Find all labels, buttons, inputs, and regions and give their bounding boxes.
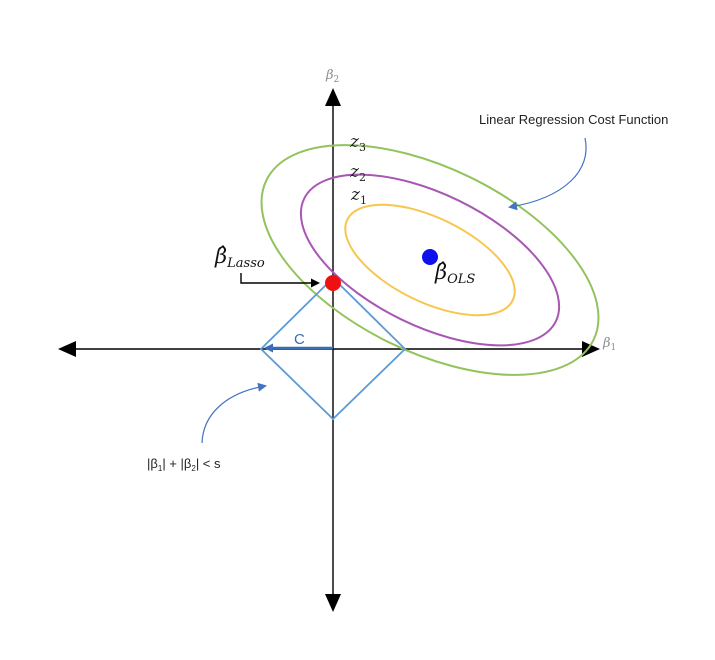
lasso-point	[325, 275, 341, 291]
y-axis-bottom-arrowhead	[325, 594, 341, 612]
cost-contours	[260, 144, 600, 376]
constraint-inequality-label: |β1| + |β2| < s	[147, 456, 221, 473]
c-label: C	[294, 331, 305, 348]
axes	[58, 88, 600, 612]
contour-z2-label: z2	[349, 162, 366, 184]
x-axis-left-arrowhead	[58, 341, 76, 357]
contour-z1-label: z1	[350, 185, 367, 207]
y-axis-top-arrowhead	[325, 88, 341, 106]
lasso-pointer-arrow	[240, 273, 320, 288]
ols-point	[422, 249, 438, 265]
y-axis-label: β2	[325, 68, 339, 85]
x-axis-right-arrowhead	[582, 341, 600, 357]
ols-label: β̂OLS	[434, 260, 475, 287]
lasso-constraint-diamond	[259, 276, 407, 421]
cost-function-callout-arrow	[508, 137, 587, 211]
x-axis-label: β1	[602, 336, 616, 353]
contour-z3-label: z3	[349, 132, 366, 154]
lasso-label: β̂Lasso	[214, 244, 265, 271]
contour-z1-ellipse	[344, 203, 516, 317]
constraint-callout-arrow	[201, 382, 267, 444]
cost-function-label: Linear Regression Cost Function	[479, 112, 668, 127]
contour-z2-ellipse	[299, 173, 561, 347]
contour-z3-ellipse	[260, 144, 600, 376]
